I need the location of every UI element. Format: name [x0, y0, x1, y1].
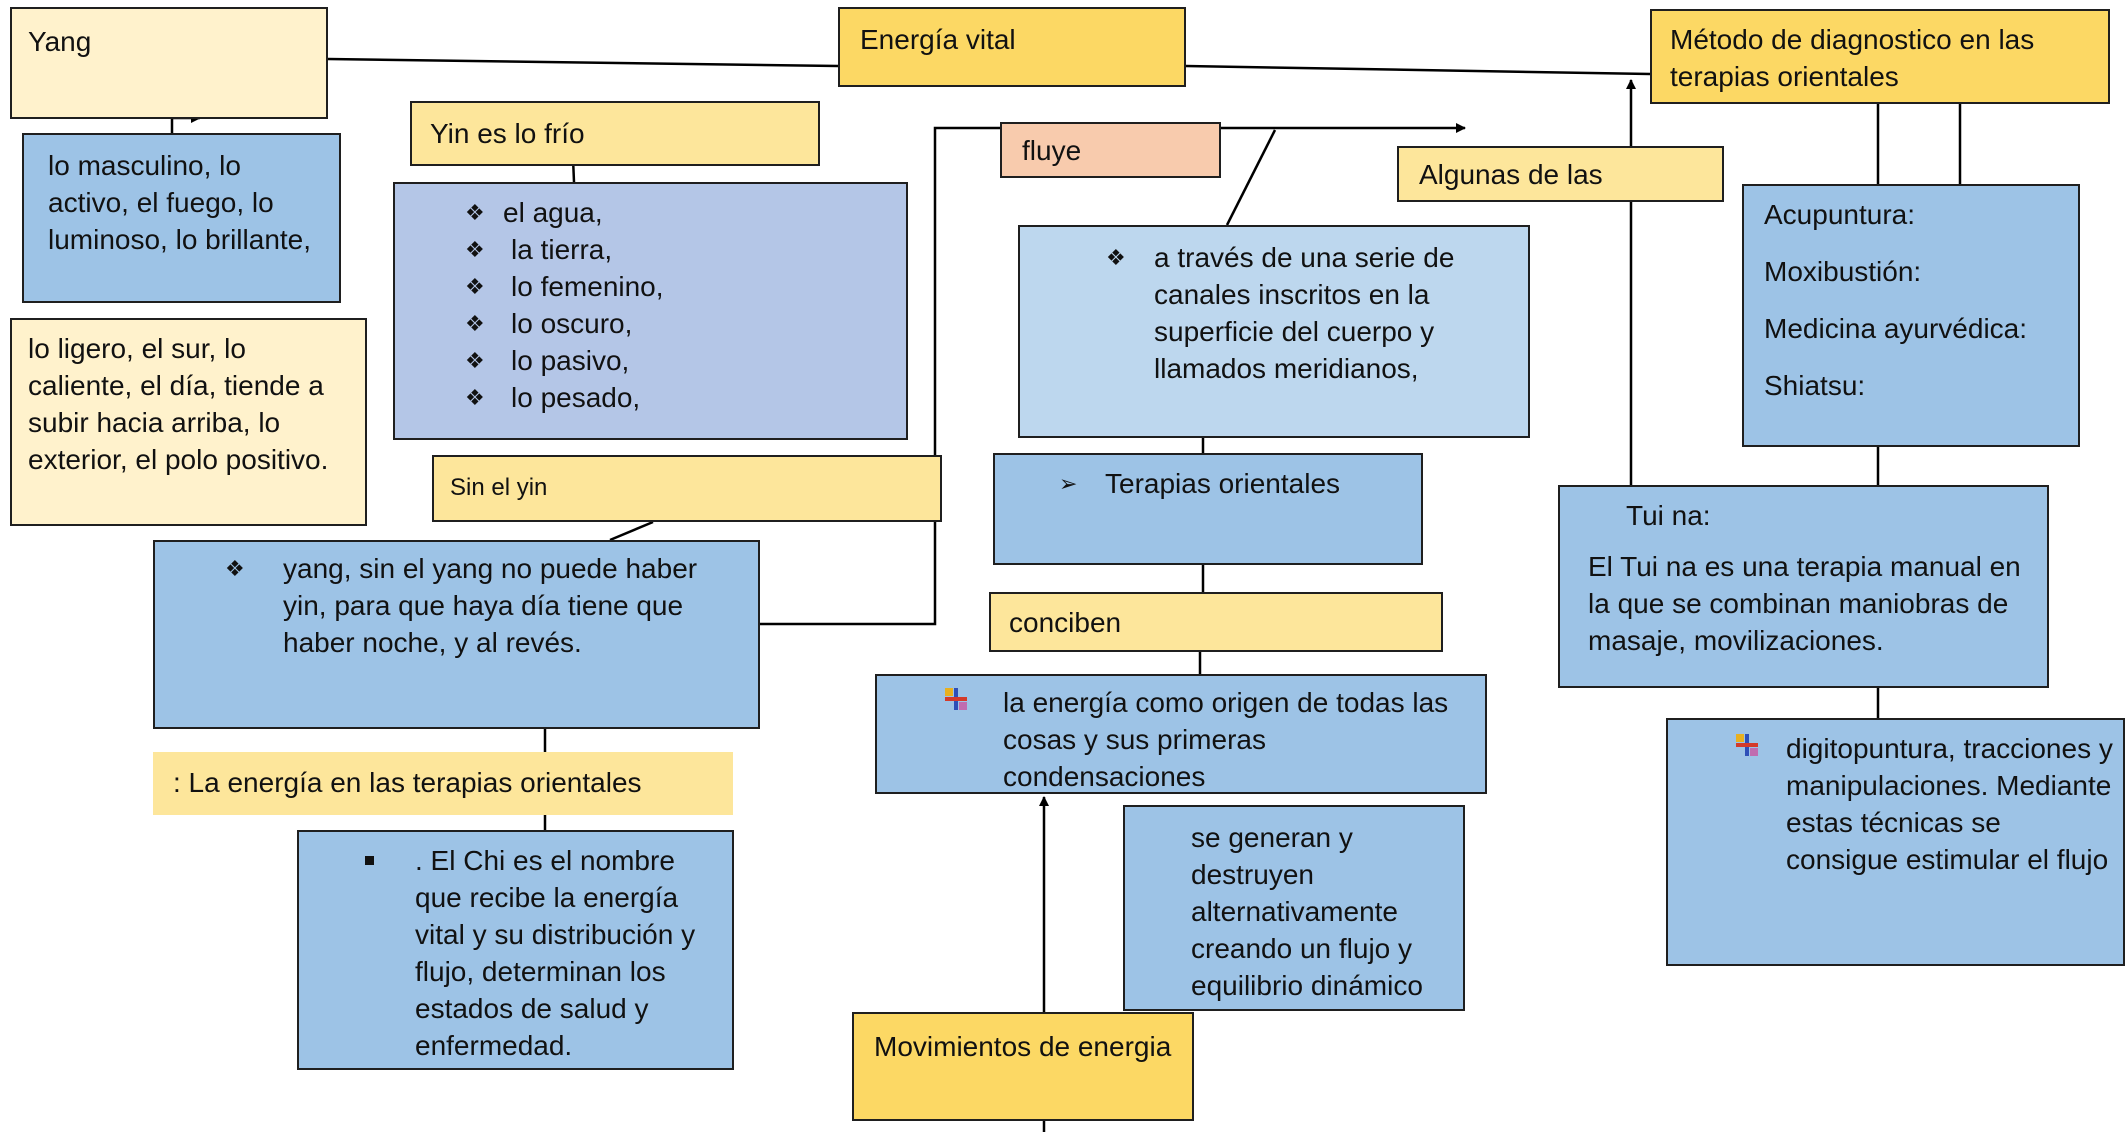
algunas-node: Algunas de las: [1397, 146, 1724, 202]
algunas-label: Algunas de las: [1419, 159, 1603, 190]
metodo-diagnostico-node: Método de diagnostico en las terapias or…: [1650, 9, 2110, 104]
yin-list-item: ❖lo femenino,: [465, 268, 906, 305]
yin-frio-node: Yin es lo frío: [410, 101, 820, 166]
canales-text: a través de una serie de canales inscrit…: [1154, 242, 1455, 384]
energia-origen-item: la energía como origen de todas las cosa…: [945, 684, 1475, 795]
movimientos-label: Movimientos de energia: [874, 1031, 1172, 1062]
yang-sin-text: yang, sin el yang no puede haber yin, pa…: [283, 553, 698, 658]
yin-list-item: ❖la tierra,: [465, 231, 906, 268]
energia-terapias-node: : La energía en las terapias orientales: [153, 752, 733, 815]
tui-na-title: Tui na:: [1626, 500, 1711, 531]
yang-node: Yang: [10, 7, 328, 119]
energia-origen-node: la energía como origen de todas las cosa…: [875, 674, 1487, 794]
diamond-bullet-icon: ❖: [1106, 245, 1126, 270]
diamond-bullet-icon: ❖: [465, 348, 485, 373]
energia-vital-label: Energía vital: [860, 24, 1016, 55]
fluye-node: fluye: [1000, 122, 1221, 178]
yin-list-node: ❖el agua, ❖la tierra, ❖lo femenino, ❖lo …: [393, 182, 908, 440]
generan-text: se generan y destruyen alternativamente …: [1191, 822, 1423, 1001]
sin-yin-node: Sin el yin: [432, 455, 942, 522]
digitopuntura-text: digitopuntura, tracciones y manipulacion…: [1786, 733, 2113, 875]
metodo-diagnostico-label: Método de diagnostico en las terapias or…: [1670, 24, 2035, 92]
yin-list-item: ❖lo oscuro,: [465, 305, 906, 342]
metodos-list-node: Acupuntura: Moxibustión: Medicina ayurvé…: [1742, 184, 2080, 447]
terapias-item: ➢ Terapias orientales: [1059, 465, 1421, 502]
yin-list: ❖el agua, ❖la tierra, ❖lo femenino, ❖lo …: [465, 194, 906, 416]
masculino-node: lo masculino, lo activo, el fuego, lo lu…: [22, 133, 341, 303]
chi-text: . El Chi es el nombre que recibe la ener…: [415, 845, 696, 1061]
chi-item: . El Chi es el nombre que recibe la ener…: [365, 842, 722, 1064]
terapias-orientales-node: ➢ Terapias orientales: [993, 453, 1423, 565]
yin-frio-label: Yin es lo frío: [430, 118, 585, 149]
tui-na-desc: El Tui na es una terapia manual en la qu…: [1588, 551, 2021, 656]
generan-node: se generan y destruyen alternativamente …: [1123, 805, 1465, 1011]
masculino-text: lo masculino, lo activo, el fuego, lo lu…: [48, 150, 312, 255]
conciben-node: conciben: [989, 592, 1443, 652]
square-bullet-icon: [365, 856, 374, 865]
ligero-node: lo ligero, el sur, lo caliente, el día, …: [10, 318, 367, 526]
conciben-label: conciben: [1009, 607, 1122, 638]
energia-terapias-label: : La energía en las terapias orientales: [173, 767, 642, 798]
metodo-item: Acupuntura:: [1764, 199, 1915, 230]
metodo-item: Medicina ayurvédica:: [1764, 313, 2028, 344]
canales-item: ❖ a través de una serie de canales inscr…: [1086, 239, 1518, 387]
yin-list-item: ❖lo pasivo,: [465, 342, 906, 379]
canales-node: ❖ a través de una serie de canales inscr…: [1018, 225, 1530, 438]
colored-plus-bullet-icon: [1736, 734, 1758, 756]
sin-yin-label: Sin el yin: [450, 474, 548, 501]
digitopuntura-node: digitopuntura, tracciones y manipulacion…: [1666, 718, 2125, 966]
ligero-text: lo ligero, el sur, lo caliente, el día, …: [28, 333, 329, 475]
yin-list-item: ❖el agua,: [465, 194, 906, 231]
diamond-bullet-icon: ❖: [465, 200, 485, 225]
colored-plus-bullet-icon: [945, 688, 967, 710]
fluye-label: fluye: [1022, 135, 1082, 166]
yang-sin-node: ❖ yang, sin el yang no puede haber yin, …: [153, 540, 760, 729]
digitopuntura-item: digitopuntura, tracciones y manipulacion…: [1736, 730, 2113, 878]
metodo-item: Shiatsu:: [1764, 370, 1866, 401]
yang-sin-item: ❖ yang, sin el yang no puede haber yin, …: [225, 550, 748, 661]
movimientos-node: Movimientos de energia: [852, 1012, 1194, 1121]
metodo-item: Moxibustión:: [1764, 256, 1922, 287]
diamond-bullet-icon: ❖: [465, 385, 485, 410]
arrow-bullet-icon: ➢: [1059, 471, 1078, 496]
diamond-bullet-icon: ❖: [465, 274, 485, 299]
yang-label: Yang: [28, 26, 92, 57]
energia-origen-text: la energía como origen de todas las cosa…: [1003, 687, 1449, 792]
energia-vital-node: Energía vital: [838, 7, 1186, 87]
terapias-label: Terapias orientales: [1105, 468, 1341, 499]
tui-na-node: Tui na: El Tui na es una terapia manual …: [1558, 485, 2049, 688]
diamond-bullet-icon: ❖: [465, 311, 485, 336]
diamond-bullet-icon: ❖: [465, 237, 485, 262]
diamond-bullet-icon: ❖: [225, 556, 245, 581]
yin-list-item: ❖lo pesado,: [465, 379, 906, 416]
chi-node: . El Chi es el nombre que recibe la ener…: [297, 830, 734, 1070]
